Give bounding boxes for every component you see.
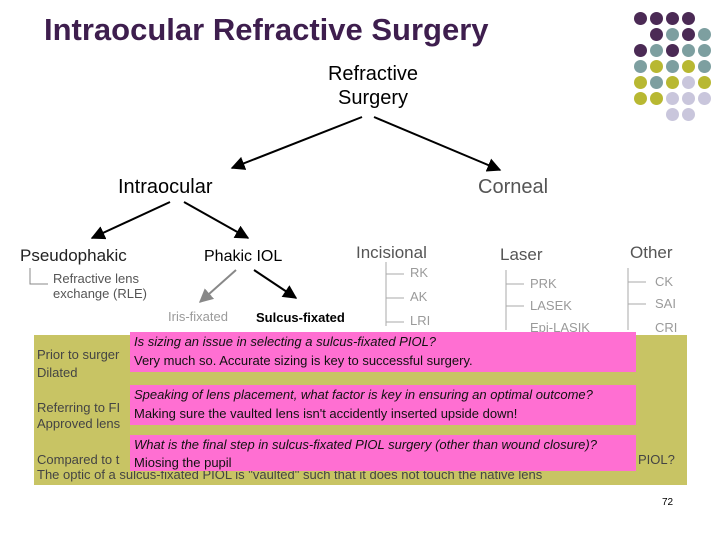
incisional-item: LRI [410,313,431,328]
dot [682,60,695,73]
dot [698,28,711,41]
tree-other-label: Other [630,243,673,262]
dot [666,92,679,105]
dot [650,92,663,105]
tree-pseudophakic-label: Pseudophakic [20,246,127,265]
qa-answer: Miosing the pupil [134,455,232,470]
tree-phakic-iol-label: Phakic IOL [204,248,283,265]
dot [650,60,663,73]
qa-question: Speaking of lens placement, what factor … [134,387,593,402]
dot [682,76,695,89]
dot [666,76,679,89]
background-text: Dilated [37,365,78,380]
dot [666,44,679,57]
qa-box-3 [130,435,636,471]
arrow-root-corneal [373,116,502,172]
dot [650,44,663,57]
qa-question: What is the final step in sulcus-fixated… [134,437,597,452]
dot [650,76,663,89]
dot [698,44,711,57]
dot [666,108,679,121]
dot [634,92,647,105]
bracket-pseudophakic [29,268,48,285]
dot [666,12,679,25]
background-text: Approved lens [37,416,121,431]
dot [634,60,647,73]
tree-root-label: Refractive Surgery [327,63,419,109]
dot [698,76,711,89]
background-text: PIOL? [638,452,675,467]
dot [666,28,679,41]
other-item: SAI [655,296,676,311]
arrow-phakic-sulcus [253,269,298,299]
tree-incisional-label: Incisional [356,243,427,262]
dot [634,76,647,89]
qa-box-2 [130,385,636,425]
other-item: CRI [655,320,678,335]
tree-sulcus-fixated-label: Sulcus-fixated [256,310,345,325]
dot [698,60,711,73]
tree-iris-fixated-label: Iris-fixated [168,309,228,324]
incisional-item: RK [410,265,429,280]
qa-answer: Making sure the vaulted lens isn't accid… [134,406,518,421]
page-title: Intraocular Refractive Surgery [44,12,489,47]
laser-item: PRK [530,276,557,291]
laser-item: LASEK [530,298,572,313]
qa-answer: Very much so. Accurate sizing is key to … [134,353,473,368]
other-item: CK [655,274,674,289]
dot [682,92,695,105]
dot [634,12,647,25]
qa-box-1 [130,332,636,372]
dot [666,60,679,73]
tree-intraocular-label: Intraocular [118,176,213,198]
tree-rle-label: Refractive lens exchange (RLE) [53,271,147,301]
tree-corneal-label: Corneal [478,176,549,198]
dot [634,44,647,57]
dot [698,92,711,105]
dot [682,28,695,41]
dot [682,12,695,25]
tree-laser-label: Laser [500,245,543,264]
arrow-intraocular-phakic [183,201,250,239]
laser-item: Epi-LASIK [530,320,590,335]
arrow-phakic-iris [198,269,237,303]
qa-question: Is sizing an issue in selecting a sulcus… [134,334,437,349]
dot [650,12,663,25]
dot [682,108,695,121]
arrow-root-intraocular [230,116,363,170]
arrow-intraocular-pseudophakic [90,201,171,240]
background-text: Compared to t [37,452,120,467]
incisional-item: AK [410,289,428,304]
dot [682,44,695,57]
background-text: Referring to FI [37,400,121,415]
dot [650,28,663,41]
background-text: Prior to surger [37,347,120,362]
page-number: 72 [662,497,674,508]
